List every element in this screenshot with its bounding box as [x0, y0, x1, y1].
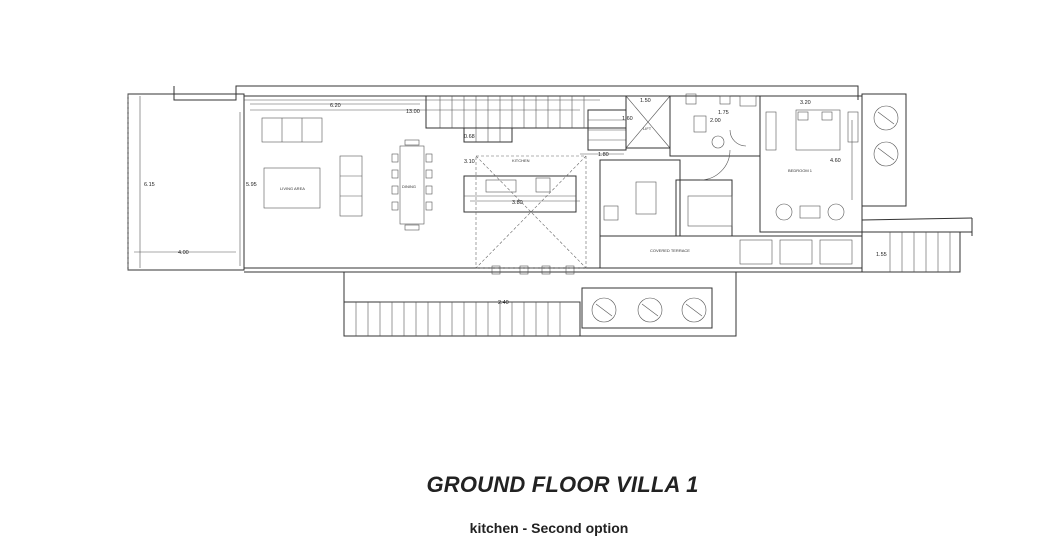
dim-3-20: 3.20	[800, 100, 811, 106]
dim-3-80: 3.80	[512, 200, 523, 206]
dim-5-95: 5.95	[246, 182, 257, 188]
right-stairs	[861, 231, 961, 273]
dim-1-80: 1.80	[598, 152, 609, 158]
svg-text:BEDROOM 1: BEDROOM 1	[788, 168, 813, 173]
dim-6-20: 6.20	[330, 103, 341, 109]
bedroom: BEDROOM 1	[759, 95, 863, 233]
dining-table: DINING	[391, 139, 433, 231]
dim-1-75: 1.75	[718, 110, 729, 116]
bottom-terrace	[343, 265, 737, 337]
drawing-title: GROUND FLOOR VILLA 1	[426, 472, 699, 497]
living-area: LIVING AREA	[261, 117, 363, 217]
utility-room	[599, 149, 733, 237]
dim-1-55: 1.55	[876, 252, 887, 258]
dim-4-00: 4.00	[178, 250, 189, 256]
covered-terrace: COVERED TERRACE	[599, 235, 863, 269]
dim-0-68: 0.68	[464, 134, 475, 140]
main-stairs	[425, 95, 627, 151]
kitchen-island: KITCHEN	[463, 155, 587, 269]
svg-text:LIFT: LIFT	[643, 126, 652, 131]
drawing-subtitle: kitchen - Second option	[469, 520, 629, 536]
dim-2-00: 2.00	[710, 118, 721, 124]
svg-text:COVERED TERRACE: COVERED TERRACE	[650, 248, 690, 253]
dim-1-60: 1.60	[622, 116, 633, 122]
dim-4-60: 4.60	[830, 158, 841, 164]
dim-6-15: 6.15	[144, 182, 155, 188]
right-planters	[861, 93, 907, 207]
dim-1-50: 1.50	[640, 98, 651, 104]
floor-plan-drawing: LIVING AREA DINING	[127, 85, 973, 337]
svg-text:LIVING AREA: LIVING AREA	[280, 186, 305, 191]
dim-2-40: 2.40	[498, 300, 509, 306]
dimension-lines	[134, 96, 853, 303]
dim-3-10: 3.10	[464, 159, 475, 165]
svg-text:DINING: DINING	[402, 184, 416, 189]
dim-13-00: 13.00	[406, 109, 420, 115]
bathroom-area	[669, 93, 761, 157]
svg-text:KITCHEN: KITCHEN	[512, 158, 530, 163]
